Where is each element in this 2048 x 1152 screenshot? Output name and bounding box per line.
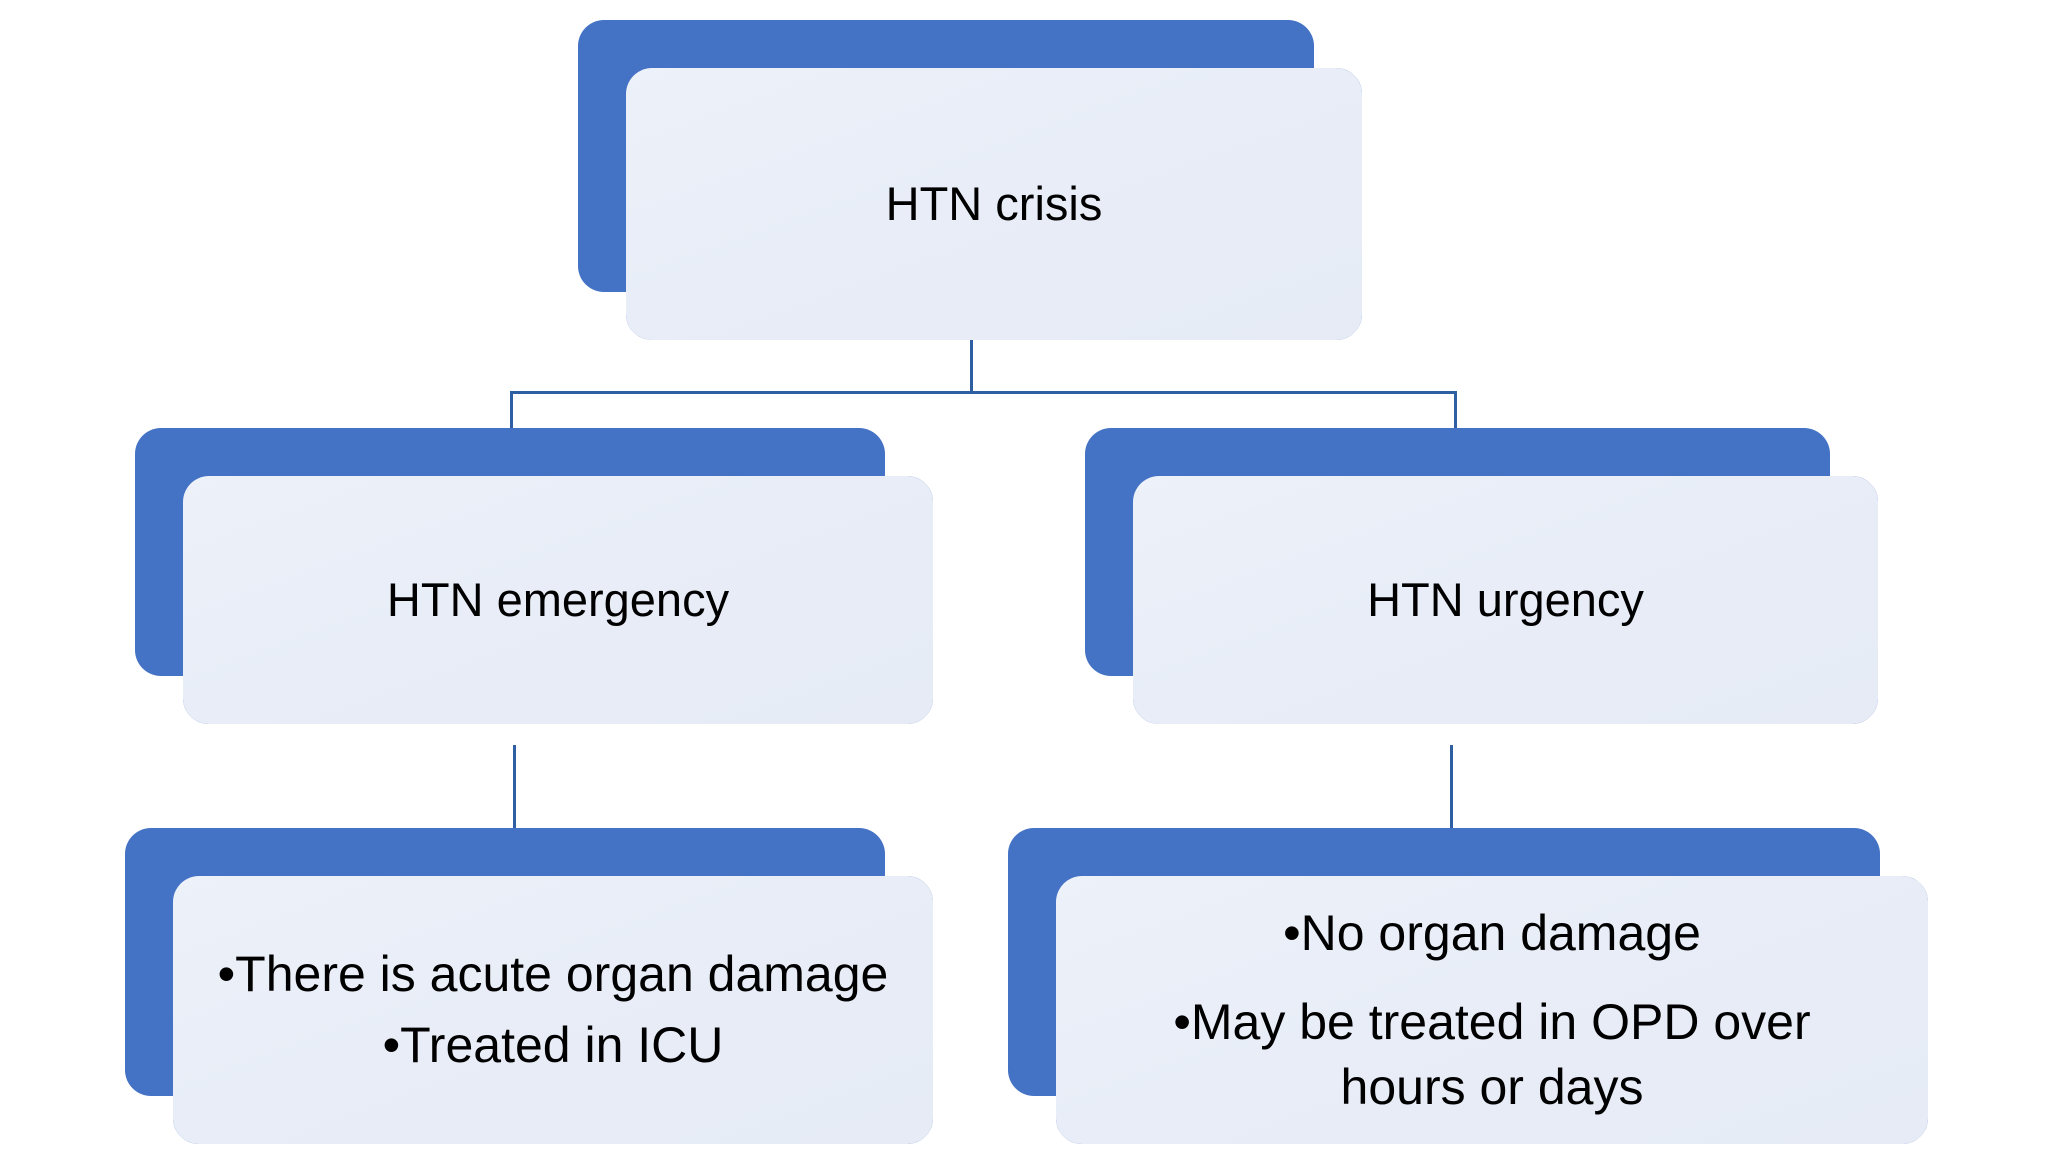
node-fill-slab <box>626 68 1362 340</box>
node-bullet-item: •Treated in ICU <box>382 1017 724 1073</box>
node-label-group: HTN crisis <box>626 68 1362 340</box>
node-label-line: HTN crisis <box>885 176 1103 230</box>
node-label-group: HTN urgency <box>1133 476 1878 724</box>
node-bullet-item-continuation: hours or days <box>1340 1058 1644 1115</box>
connector-emergency-to-detail <box>513 745 516 833</box>
node-fill-slab <box>1056 876 1928 1144</box>
node-fill-slab <box>183 476 933 724</box>
node-htn-urgency-detail[interactable]: •No organ damage •May be treated in OPD … <box>1008 828 1928 1144</box>
node-bullet-item: •No organ damage <box>1283 904 1701 961</box>
node-htn-urgency[interactable]: HTN urgency <box>1085 428 1878 724</box>
node-label-line: HTN urgency <box>1367 572 1644 626</box>
node-bullet-group: •There is acute organ damage •Treated in… <box>173 876 933 1144</box>
node-fill-slab <box>1133 476 1878 724</box>
connector-horizontal-bar <box>510 391 1457 394</box>
node-htn-crisis[interactable]: HTN crisis <box>578 20 1362 340</box>
node-htn-emergency-detail[interactable]: •There is acute organ damage •Treated in… <box>125 828 933 1144</box>
connector-urgency-to-detail <box>1450 745 1453 833</box>
connector-root-stem <box>970 340 973 394</box>
node-bullet-item: •May be treated in OPD over <box>1173 993 1811 1050</box>
node-label-line: HTN emergency <box>386 572 730 626</box>
node-label-group: HTN emergency <box>183 476 933 724</box>
node-bullet-item: •There is acute organ damage <box>217 946 889 1002</box>
node-fill-slab <box>173 876 933 1144</box>
node-htn-emergency[interactable]: HTN emergency <box>135 428 933 724</box>
node-bullet-group: •No organ damage •May be treated in OPD … <box>1056 876 1928 1144</box>
